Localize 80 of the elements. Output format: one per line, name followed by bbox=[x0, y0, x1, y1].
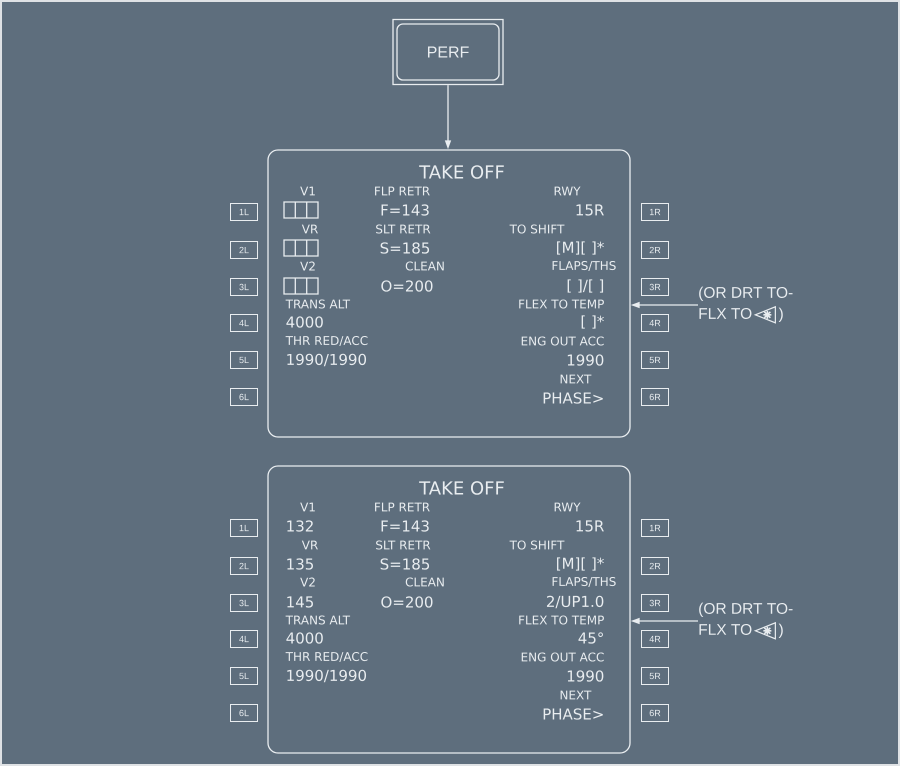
screen-title: TAKE OFF bbox=[419, 481, 504, 495]
line-select-key: 3R bbox=[641, 594, 669, 612]
field-value: F=143 bbox=[382, 204, 429, 216]
field-value: O=200 bbox=[381, 280, 432, 292]
field-label: THR RED/ACC bbox=[286, 336, 368, 346]
line-select-key: 1R bbox=[641, 519, 669, 537]
line-select-key: 1L bbox=[230, 519, 258, 537]
field-label: THR RED/ACC bbox=[286, 652, 368, 662]
field-label: FLEX TO TEMP bbox=[519, 615, 604, 625]
field-label: V2 bbox=[300, 262, 315, 270]
field-value: 132 bbox=[287, 520, 313, 532]
field-label: V1 bbox=[300, 186, 315, 196]
line-select-key: 5L bbox=[230, 351, 258, 369]
field-label: FLAPS/THS bbox=[552, 261, 616, 271]
field-value: 2/UP1.0 bbox=[546, 596, 604, 608]
line-select-key: 3R bbox=[641, 278, 669, 296]
field-label: VR bbox=[302, 540, 318, 550]
field-value: PHASE> bbox=[544, 708, 603, 720]
line-select-key: 2L bbox=[230, 241, 258, 259]
field-value: [ ]* bbox=[582, 315, 604, 329]
line-select-key: 1R bbox=[641, 203, 669, 221]
perf-key: PERF bbox=[392, 18, 504, 86]
field-value: 135 bbox=[287, 558, 313, 570]
field-label: ENG OUT ACC bbox=[522, 652, 604, 662]
field-value: F=143 bbox=[382, 520, 429, 532]
line-select-key: 2R bbox=[641, 557, 669, 575]
field-label: NEXT bbox=[560, 690, 592, 700]
field-value: 1990 bbox=[568, 670, 604, 682]
field-value: 1990/1990 bbox=[287, 670, 366, 682]
line-select-key: 5R bbox=[641, 667, 669, 685]
field-value: PHASE> bbox=[544, 392, 603, 404]
field-value: 1990/1990 bbox=[287, 354, 366, 366]
field-label: FLEX TO TEMP bbox=[519, 299, 604, 309]
line-select-key: 4L bbox=[230, 314, 258, 332]
field-label: CLEAN bbox=[406, 577, 444, 587]
line-select-key: 5L bbox=[230, 667, 258, 685]
line-select-key: 1L bbox=[230, 203, 258, 221]
field-label: NEXT bbox=[560, 374, 592, 384]
line-select-key: 4R bbox=[641, 314, 669, 332]
field-label: TO SHIFT bbox=[510, 224, 564, 234]
line-select-key: 6R bbox=[641, 704, 669, 722]
field-label: SLT RETR bbox=[376, 540, 430, 550]
line-select-key: 6L bbox=[230, 704, 258, 722]
line-select-key: 2L bbox=[230, 557, 258, 575]
field-label: SLT RETR bbox=[376, 224, 430, 234]
field-value: 145 bbox=[287, 596, 313, 608]
field-value: 1990 bbox=[568, 354, 604, 366]
field-label: TRANS ALT bbox=[286, 299, 350, 309]
field-value: O=200 bbox=[381, 596, 432, 608]
field-label: RWY bbox=[554, 186, 581, 196]
field-value: S=185 bbox=[380, 558, 430, 570]
field-label: V2 bbox=[300, 578, 315, 586]
line-select-key: 3L bbox=[230, 594, 258, 612]
field-value: 4000 bbox=[286, 316, 323, 328]
field-label: FLAPS/THS bbox=[552, 576, 616, 587]
field-value: 15R bbox=[576, 204, 604, 216]
line-select-key: 2R bbox=[641, 241, 669, 259]
field-label: VR bbox=[302, 224, 318, 234]
screen-title: TAKE OFF bbox=[419, 165, 504, 179]
field-label: V1 bbox=[300, 502, 315, 512]
line-select-key: 4R bbox=[641, 630, 669, 648]
field-value: [ ]/[ ] bbox=[568, 279, 604, 293]
field-value: 15R bbox=[576, 520, 604, 532]
field-label: FLP RETR bbox=[375, 502, 430, 512]
line-select-key: 3L bbox=[230, 278, 258, 296]
field-value: 4000 bbox=[286, 632, 323, 644]
field-label: CLEAN bbox=[406, 261, 444, 271]
line-select-key: 4L bbox=[230, 630, 258, 648]
line-select-key: 5R bbox=[641, 351, 669, 369]
field-value: 45° bbox=[578, 632, 603, 644]
line-select-key: 6R bbox=[641, 388, 669, 406]
field-label: FLP RETR bbox=[375, 186, 430, 196]
line-select-key: 6L bbox=[230, 388, 258, 406]
field-value: S=185 bbox=[380, 242, 430, 254]
field-label: ENG OUT ACC bbox=[522, 336, 604, 346]
field-label: TO SHIFT bbox=[510, 540, 564, 550]
field-value: [M][ ]* bbox=[557, 241, 604, 255]
field-label: TRANS ALT bbox=[286, 615, 350, 625]
field-label: RWY bbox=[554, 502, 581, 512]
field-value: [M][ ]* bbox=[557, 557, 604, 571]
